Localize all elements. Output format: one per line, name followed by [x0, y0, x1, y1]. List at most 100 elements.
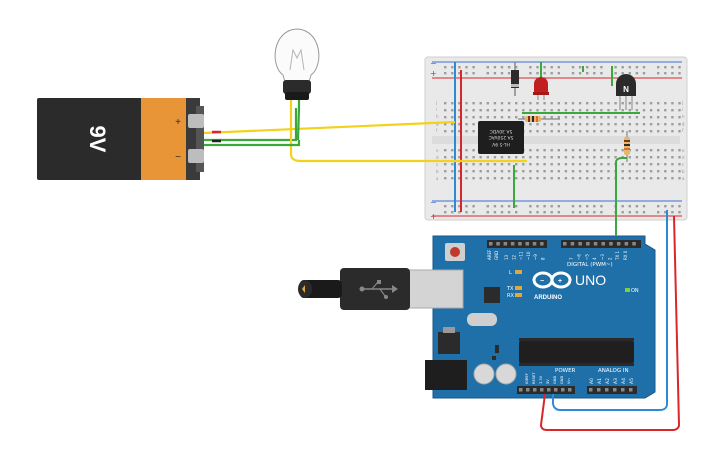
rail-hole[interactable]: [550, 211, 553, 214]
header-pin[interactable]: [601, 242, 606, 246]
breadboard-hole[interactable]: [564, 170, 568, 173]
breadboard-hole[interactable]: [621, 102, 624, 105]
breadboard-hole[interactable]: [657, 163, 660, 166]
breadboard-hole[interactable]: [557, 170, 560, 173]
rail-hole[interactable]: [600, 211, 603, 214]
rail-hole[interactable]: [451, 205, 454, 208]
breadboard-hole[interactable]: [465, 109, 468, 112]
breadboard-hole[interactable]: [593, 116, 596, 119]
breadboard-hole[interactable]: [671, 170, 674, 173]
breadboard-hole[interactable]: [649, 156, 653, 159]
breadboard-hole[interactable]: [529, 109, 532, 112]
rail-hole[interactable]: [543, 66, 546, 69]
header-pin[interactable]: [570, 242, 575, 246]
rail-hole[interactable]: [593, 72, 596, 75]
breadboard-hole[interactable]: [522, 177, 525, 180]
breadboard-hole[interactable]: [621, 109, 624, 112]
breadboard-hole[interactable]: [600, 177, 603, 180]
rail-hole[interactable]: [571, 66, 575, 69]
breadboard-hole[interactable]: [465, 123, 468, 126]
breadboard-hole[interactable]: [458, 130, 461, 133]
breadboard-hole[interactable]: [593, 149, 596, 152]
breadboard-hole[interactable]: [444, 163, 447, 166]
breadboard-hole[interactable]: [607, 163, 610, 166]
breadboard-hole[interactable]: [536, 170, 539, 173]
breadboard-hole[interactable]: [642, 177, 646, 180]
battery-9v[interactable]: + − 9V: [37, 98, 204, 180]
breadboard-hole[interactable]: [649, 149, 653, 152]
breadboard-hole[interactable]: [515, 109, 518, 112]
breadboard-hole[interactable]: [543, 130, 546, 133]
breadboard-hole[interactable]: [507, 116, 511, 119]
breadboard-hole[interactable]: [649, 123, 653, 126]
breadboard-hole[interactable]: [550, 116, 553, 119]
breadboard-hole[interactable]: [500, 163, 504, 166]
rail-hole[interactable]: [529, 72, 532, 75]
rail-hole[interactable]: [500, 72, 504, 75]
breadboard-hole[interactable]: [550, 130, 553, 133]
rail-hole[interactable]: [657, 211, 660, 214]
breadboard-hole[interactable]: [678, 156, 681, 159]
breadboard-hole[interactable]: [571, 156, 575, 159]
breadboard-hole[interactable]: [458, 177, 461, 180]
header-pin[interactable]: [597, 388, 601, 392]
breadboard-hole[interactable]: [571, 177, 575, 180]
breadboard-hole[interactable]: [671, 149, 674, 152]
breadboard-hole[interactable]: [664, 177, 667, 180]
rail-hole[interactable]: [543, 72, 546, 75]
breadboard-hole[interactable]: [614, 123, 617, 126]
header-pin[interactable]: [609, 242, 613, 246]
rail-hole[interactable]: [671, 205, 674, 208]
breadboard-hole[interactable]: [586, 156, 589, 159]
breadboard-hole[interactable]: [671, 102, 674, 105]
breadboard-hole[interactable]: [486, 170, 489, 173]
breadboard-hole[interactable]: [444, 109, 447, 112]
breadboard-hole[interactable]: [557, 102, 560, 105]
breadboard-hole[interactable]: [642, 102, 646, 105]
breadboard-hole[interactable]: [451, 130, 454, 133]
rail-hole[interactable]: [657, 72, 660, 75]
breadboard-hole[interactable]: [635, 163, 639, 166]
rail-hole[interactable]: [642, 66, 646, 69]
breadboard-hole[interactable]: [635, 109, 639, 112]
breadboard-hole[interactable]: [564, 116, 568, 119]
breadboard-hole[interactable]: [649, 177, 653, 180]
breadboard-hole[interactable]: [571, 163, 575, 166]
breadboard-hole[interactable]: [671, 130, 674, 133]
rail-hole[interactable]: [451, 72, 454, 75]
breadboard-hole[interactable]: [529, 170, 532, 173]
breadboard-hole[interactable]: [578, 116, 582, 119]
breadboard-hole[interactable]: [635, 156, 639, 159]
rail-hole[interactable]: [586, 211, 589, 214]
rail-hole[interactable]: [472, 72, 475, 75]
light-bulb-icon[interactable]: [274, 28, 320, 100]
rail-hole[interactable]: [550, 205, 553, 208]
breadboard-hole[interactable]: [458, 109, 461, 112]
red-led[interactable]: [533, 77, 549, 100]
breadboard-hole[interactable]: [458, 116, 461, 119]
breadboard-hole[interactable]: [543, 170, 546, 173]
breadboard-hole[interactable]: [536, 177, 539, 180]
rail-hole[interactable]: [628, 205, 631, 208]
breadboard-hole[interactable]: [678, 149, 681, 152]
breadboard-hole[interactable]: [465, 177, 468, 180]
breadboard-hole[interactable]: [550, 149, 553, 152]
rail-hole[interactable]: [571, 72, 575, 75]
breadboard-hole[interactable]: [493, 177, 497, 180]
breadboard-hole[interactable]: [529, 102, 532, 105]
rail-hole[interactable]: [465, 205, 468, 208]
rail-hole[interactable]: [664, 66, 667, 69]
breadboard-hole[interactable]: [614, 149, 617, 152]
breadboard-hole[interactable]: [529, 156, 532, 159]
breadboard-hole[interactable]: [678, 170, 681, 173]
header-pin[interactable]: [554, 388, 558, 392]
breadboard-hole[interactable]: [578, 163, 582, 166]
breadboard-hole[interactable]: [550, 102, 553, 105]
rail-hole[interactable]: [557, 205, 560, 208]
breadboard-hole[interactable]: [444, 156, 447, 159]
breadboard-hole[interactable]: [564, 102, 568, 105]
breadboard-hole[interactable]: [458, 163, 461, 166]
breadboard-hole[interactable]: [642, 149, 646, 152]
breadboard-hole[interactable]: [586, 130, 589, 133]
